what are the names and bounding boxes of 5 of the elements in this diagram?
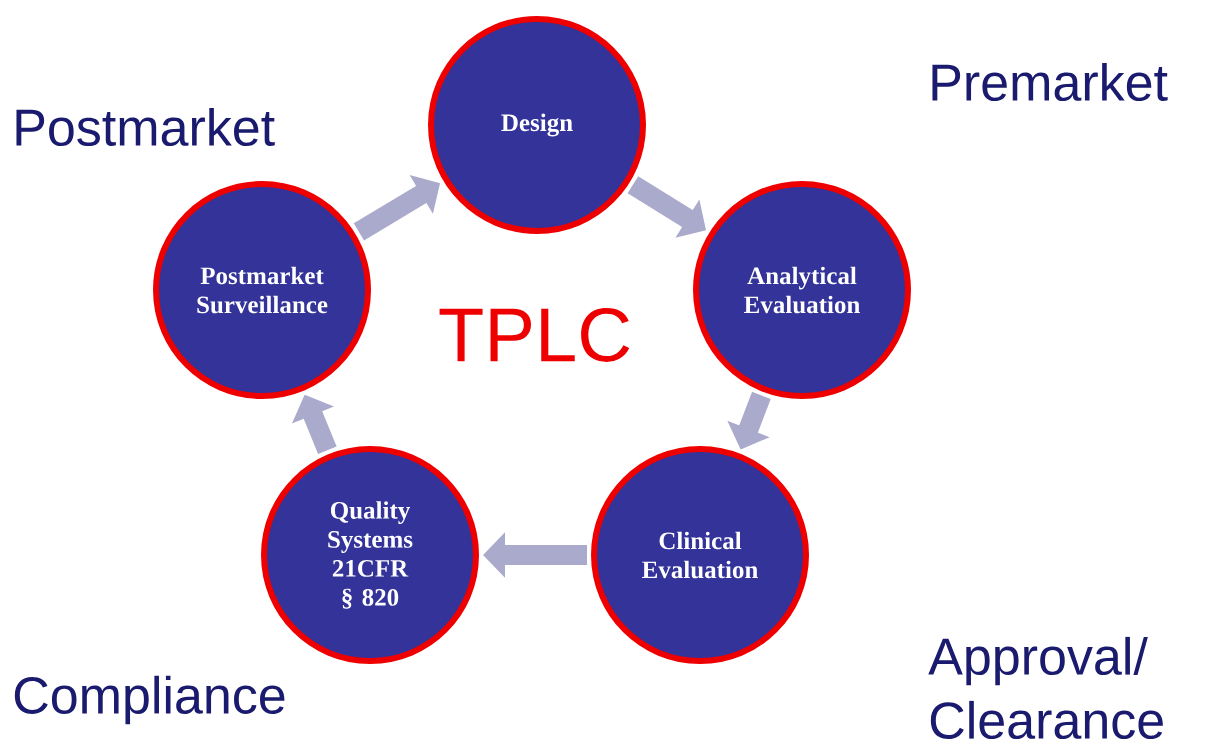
- region-label: Compliance: [14, 675, 285, 725]
- region-label: Approval/ Clearance: [928, 636, 1163, 740]
- region-label: TPLC: [439, 308, 630, 362]
- region-label: Premarket: [932, 62, 1168, 102]
- region-label: Postmarket: [16, 107, 275, 147]
